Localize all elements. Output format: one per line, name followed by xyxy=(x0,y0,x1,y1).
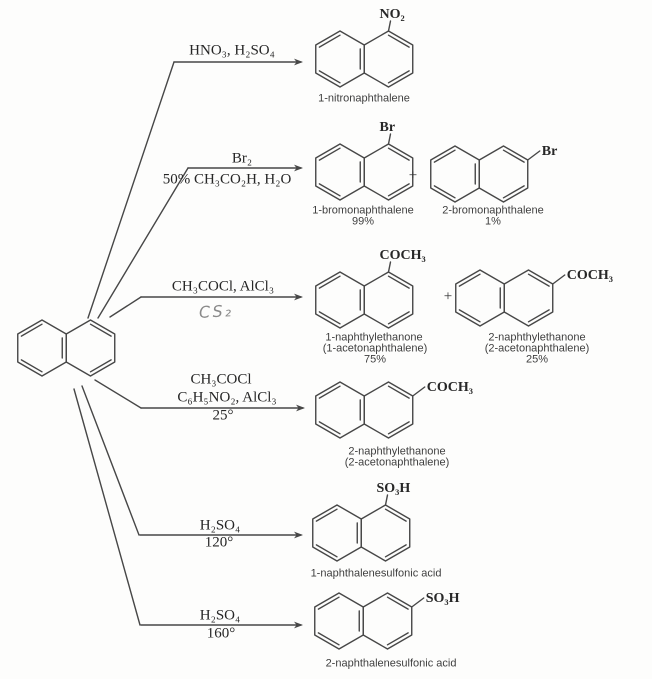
product-name: 1-naphthylethanone xyxy=(325,331,423,344)
reagent-label: CH₃COCl, AlCl₃ xyxy=(171,278,275,295)
naphthalene-structure: Br xyxy=(315,120,414,201)
naphthalene-structure: COCH₃ xyxy=(315,380,473,439)
reaction-arrow xyxy=(173,58,303,66)
substituent-label: SO₃H xyxy=(376,481,410,496)
plus-sign: + xyxy=(443,288,453,305)
condition-temperature: 160° xyxy=(206,625,236,642)
product-name: 2-naphthylethanone xyxy=(348,445,446,458)
reaction-arrow xyxy=(140,404,305,412)
naphthalene-structure: SO₃H xyxy=(314,591,460,650)
reagent-label: Br₂ xyxy=(231,150,253,167)
product-name: 1-nitronaphthalene xyxy=(318,92,410,105)
substituent-label: SO₃H xyxy=(426,591,460,606)
reagent-label: H₂SO₄ xyxy=(199,607,241,624)
condition-temperature: 120° xyxy=(204,534,234,551)
reaction-arrow xyxy=(139,531,303,539)
product-alt-name: (2-acetonaphthalene) xyxy=(484,342,590,355)
product-yield: 1% xyxy=(485,215,501,228)
reagent-label: CH₃COCl xyxy=(190,371,252,388)
reagent-label: 50% CH₃CO₂H, H₂O xyxy=(162,171,292,188)
substituent-label: COCH₃ xyxy=(427,380,473,395)
substituent-label: COCH₃ xyxy=(567,268,613,283)
reaction-arrow xyxy=(140,293,303,301)
naphthalene-structure: SO₃H xyxy=(312,481,411,562)
product-yield: 75% xyxy=(363,353,387,366)
reaction-arrow xyxy=(140,621,303,629)
naphthalene-structure: NO₂ xyxy=(315,7,414,88)
product-yield: 25% xyxy=(525,353,549,366)
product-yield: 99% xyxy=(351,215,375,228)
substituent-label: Br xyxy=(542,144,558,159)
substituent-label: NO₂ xyxy=(379,7,404,22)
reagent-label: HNO₃, H₂SO₄ xyxy=(189,42,275,59)
product-name: 1-bromonaphthalene xyxy=(312,204,414,217)
product-alt-name: (1-acetonaphthalene) xyxy=(322,342,428,355)
product-name: 1-naphthalenesulfonic acid xyxy=(310,567,442,580)
product-name: 2-bromonaphthalene xyxy=(442,204,544,217)
plus-sign: + xyxy=(408,167,418,184)
product-name: 2-naphthalenesulfonic acid xyxy=(325,657,457,670)
substituent-label: Br xyxy=(379,120,395,135)
naphthalene-structure: COCH₃ xyxy=(315,248,426,329)
naphthalene-structure xyxy=(17,319,116,377)
naphthalene-structure: COCH₃ xyxy=(455,268,613,327)
condition-temperature: 25° xyxy=(212,407,234,424)
reagent-label: H₂SO₄ xyxy=(199,517,241,534)
naphthalene-structure: Br xyxy=(430,144,558,203)
reaction-arrow xyxy=(187,164,303,172)
reagent-label: C₆H₅NO₂, AlCl₃ xyxy=(177,389,277,406)
connector-lines xyxy=(73,61,189,626)
product-alt-name: (2-acetonaphthalene) xyxy=(344,456,450,469)
substituent-label: COCH₃ xyxy=(379,248,425,263)
handwritten-solvent-label: CS₂ xyxy=(198,301,234,322)
product-name: 2-naphthylethanone xyxy=(488,331,586,344)
